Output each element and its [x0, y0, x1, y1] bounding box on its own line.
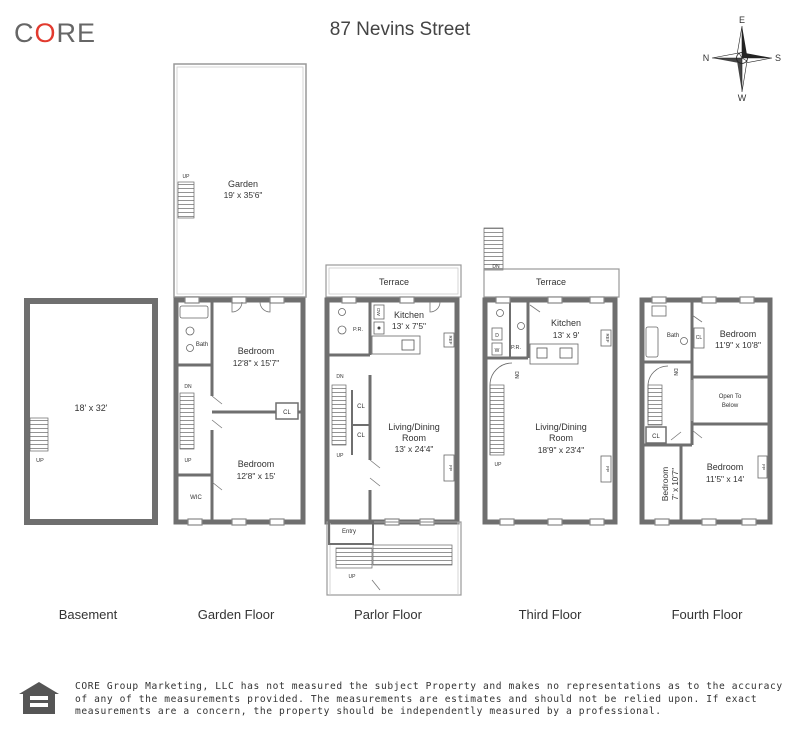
garden-bedroom1-dims: 12'8" x 15'7"	[233, 358, 280, 368]
third-ref: REF	[605, 334, 610, 343]
parlor-living-name2: Room	[402, 433, 426, 443]
garden-dims: 19' x 35'6"	[224, 190, 263, 200]
garden-cl: CL	[283, 410, 291, 416]
parlor-kitchen-name: Kitchen	[394, 310, 424, 320]
parlor-cl2: CL	[357, 433, 365, 439]
parlor-terrace: Terrace	[379, 277, 409, 287]
garden-wic: WIC	[190, 495, 202, 501]
fourth-open2: Below	[722, 403, 739, 409]
equal-housing-icon	[19, 682, 59, 714]
compass-rose-icon: E W N S	[703, 15, 781, 103]
fourth-floor-plan: Bath CL Bedroom 11'9" x 10'8" DN Open To…	[639, 296, 773, 526]
garden-name: Garden	[228, 179, 258, 189]
garden-bedroom1-name: Bedroom	[238, 346, 275, 356]
basement-dims: 18' x 32'	[75, 403, 108, 413]
garden-bath: Bath	[196, 342, 208, 348]
fourth-bedroom1-dims: 11'9" x 10'8"	[715, 340, 761, 350]
fourth-bedroom2-dims: 11'5" x 14'	[706, 474, 745, 484]
third-pr: P.R.	[511, 345, 521, 351]
parlor-floor-plan: Terrace P.R. DW REF Kitchen 13' x 7'5" D…	[324, 264, 462, 596]
parlor-living-dims: 13' x 24'4"	[395, 444, 434, 454]
parlor-kitchen-dims: 13' x 7'5"	[392, 321, 426, 331]
third-living-name2: Room	[549, 433, 573, 443]
parlor-ref: REF	[448, 336, 453, 345]
fourth-cl-bath: CL	[696, 335, 703, 341]
third-fp: FP	[605, 466, 610, 472]
basement-up: UP	[36, 458, 44, 464]
floor-label-third: Third Floor	[518, 607, 582, 622]
garden-floor-plan: UP Garden 19' x 35'6" Bath DN UP Bedroom…	[173, 63, 307, 526]
third-dn-top: DN	[492, 264, 500, 270]
garden-bedroom2-name: Bedroom	[238, 459, 275, 469]
floor-label-fourth: Fourth Floor	[671, 607, 743, 622]
parlor-dw: DW	[376, 308, 381, 316]
parlor-up: UP	[337, 453, 345, 459]
third-floor-plan: DN Terrace D W P.R. Kitchen 13' x 9' REF…	[482, 227, 620, 526]
disclaimer-text: CORE Group Marketing, LLC has not measur…	[75, 681, 783, 717]
fourth-bedroom3-dims: 7' x 10'7"	[671, 468, 680, 500]
garden-stair-up: UP	[185, 458, 193, 464]
compass-s: S	[775, 53, 781, 63]
garden-stairs	[177, 181, 195, 219]
third-kitchen-dims: 13' x 9'	[553, 330, 580, 340]
third-terrace: Terrace	[536, 277, 566, 287]
fourth-dn: DN	[672, 368, 678, 376]
fourth-bedroom2-name: Bedroom	[707, 462, 744, 472]
garden-dn: DN	[184, 384, 192, 390]
fourth-bath: Bath	[667, 333, 679, 339]
third-dn: DN	[513, 371, 519, 379]
parlor-cl1: CL	[357, 404, 365, 410]
parlor-dn: DN	[336, 374, 344, 380]
fourth-open1: Open To	[719, 394, 742, 400]
parlor-pr: P.R.	[353, 327, 363, 333]
fourth-bedroom3-name: Bedroom	[660, 467, 670, 502]
parlor-entry: Entry	[342, 529, 356, 535]
garden-bedroom2-dims: 12'8" x 15'	[237, 471, 276, 481]
fourth-bedroom1-name: Bedroom	[720, 329, 757, 339]
third-w: W	[495, 348, 500, 354]
compass-n: N	[703, 53, 710, 63]
third-living-dims: 18'9" x 23'4"	[538, 445, 585, 455]
floor-label-basement: Basement	[58, 607, 118, 622]
third-d: D	[495, 333, 499, 339]
fourth-fp: FP	[761, 464, 766, 470]
core-logo: CORE	[14, 18, 97, 48]
basement-plan: 18' x 32' UP	[24, 298, 158, 525]
third-living-name1: Living/Dining	[535, 422, 587, 432]
page-title: 87 Nevins Street	[329, 19, 471, 40]
compass-e: E	[739, 15, 745, 25]
compass-w: W	[738, 93, 747, 103]
garden-up: UP	[183, 174, 191, 180]
parlor-fp: FP	[448, 465, 453, 471]
parlor-living-name1: Living/Dining	[388, 422, 440, 432]
basement-stairs	[29, 417, 49, 452]
floor-label-garden: Garden Floor	[197, 607, 275, 622]
fourth-cl: CL	[652, 434, 660, 440]
parlor-stoop-up: UP	[349, 574, 357, 580]
third-kitchen-name: Kitchen	[551, 318, 581, 328]
third-up: UP	[495, 462, 503, 468]
floor-label-parlor: Parlor Floor	[354, 607, 422, 622]
